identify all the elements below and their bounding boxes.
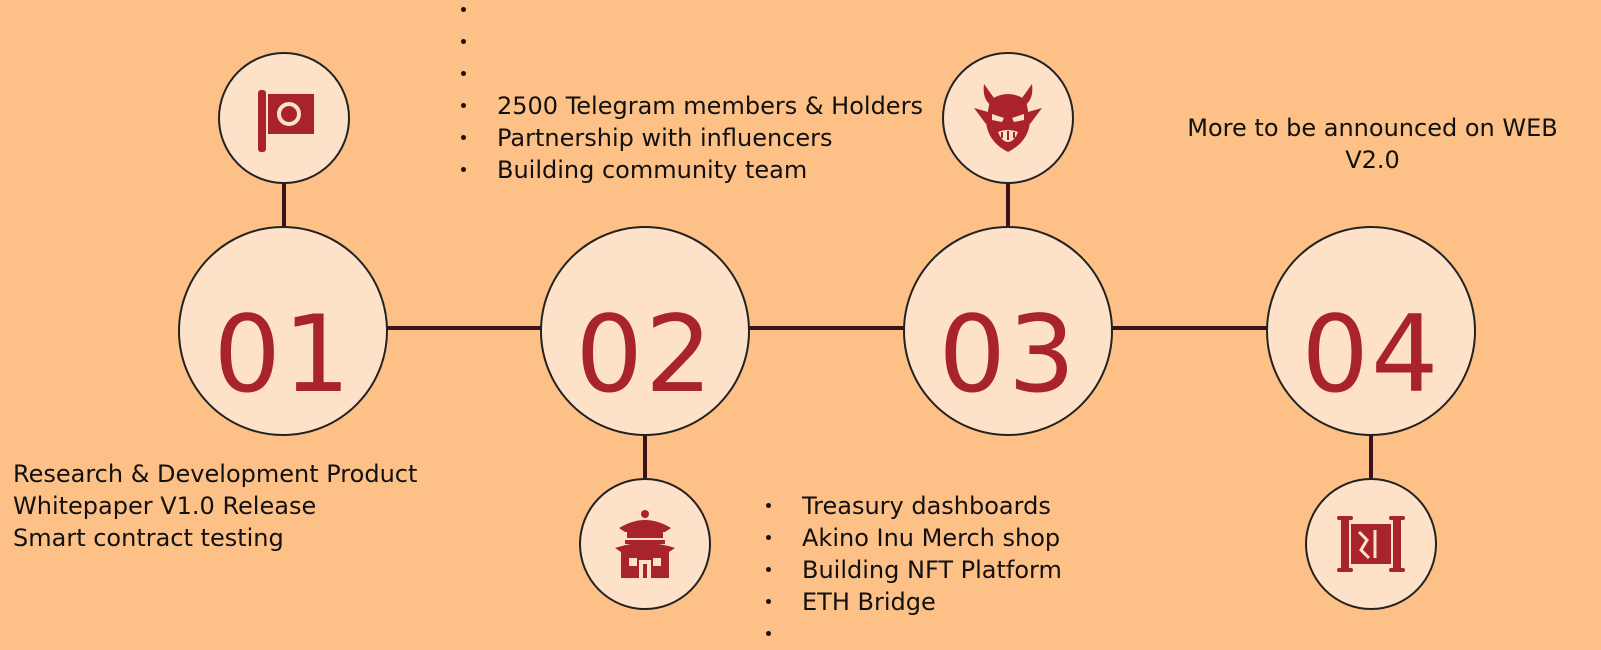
step-circle-04: 04: [1266, 226, 1476, 436]
phase-02-bullet: 2500 Telegram members & Holders: [461, 90, 923, 122]
icon-connector-01: [282, 182, 286, 228]
phase-02-bullet: Building community team: [461, 154, 923, 186]
phase-04-text: More to be announced on WEB V2.0: [1180, 112, 1565, 176]
timeline-connector-2-3: [749, 326, 905, 330]
icon-connector-02: [643, 432, 647, 478]
step-circle-03: 03: [903, 226, 1113, 436]
timeline-connector-1-2: [386, 326, 542, 330]
icon-connector-04: [1369, 432, 1373, 478]
icon-circle-01: [218, 52, 350, 184]
phase-03-bullet: ETH Bridge: [766, 586, 1062, 618]
pagoda-icon: [615, 510, 675, 578]
phase-03-bullet: [766, 618, 1062, 650]
phase-01-line: Whitepaper V1.0 Release: [13, 492, 317, 520]
phase-02-bullet: [461, 26, 923, 58]
step-number: 01: [213, 293, 353, 416]
icon-connector-03: [1006, 182, 1010, 228]
phase-04-line: V2.0: [1345, 146, 1400, 174]
flag-icon: [258, 90, 314, 152]
phase-02-bullet: [461, 0, 923, 26]
demon-mask-icon: [974, 84, 1042, 152]
phase-01-line: Research & Development Product: [13, 460, 418, 488]
icon-circle-02: [579, 478, 711, 610]
step-circle-01: 01: [178, 226, 388, 436]
phase-02-text: 2500 Telegram members & Holders Partners…: [461, 0, 923, 186]
phase-03-text: Treasury dashboards Akino Inu Merch shop…: [766, 490, 1062, 650]
phase-01-line: Smart contract testing: [13, 524, 284, 552]
scroll-icon: [1337, 516, 1405, 572]
icon-circle-04: [1305, 478, 1437, 610]
phase-02-bullet: Partnership with influencers: [461, 122, 923, 154]
step-number: 04: [1301, 293, 1441, 416]
step-circle-02: 02: [540, 226, 750, 436]
phase-03-bullet: Building NFT Platform: [766, 554, 1062, 586]
phase-04-line: More to be announced on WEB: [1187, 114, 1558, 142]
phase-01-text: Research & Development Product Whitepape…: [13, 458, 417, 554]
timeline-connector-3-4: [1112, 326, 1268, 330]
phase-02-bullet: [461, 58, 923, 90]
phase-03-bullet: Akino Inu Merch shop: [766, 522, 1062, 554]
phase-03-bullet: Treasury dashboards: [766, 490, 1062, 522]
step-number: 03: [938, 293, 1078, 416]
step-number: 02: [575, 293, 715, 416]
icon-circle-03: [942, 52, 1074, 184]
